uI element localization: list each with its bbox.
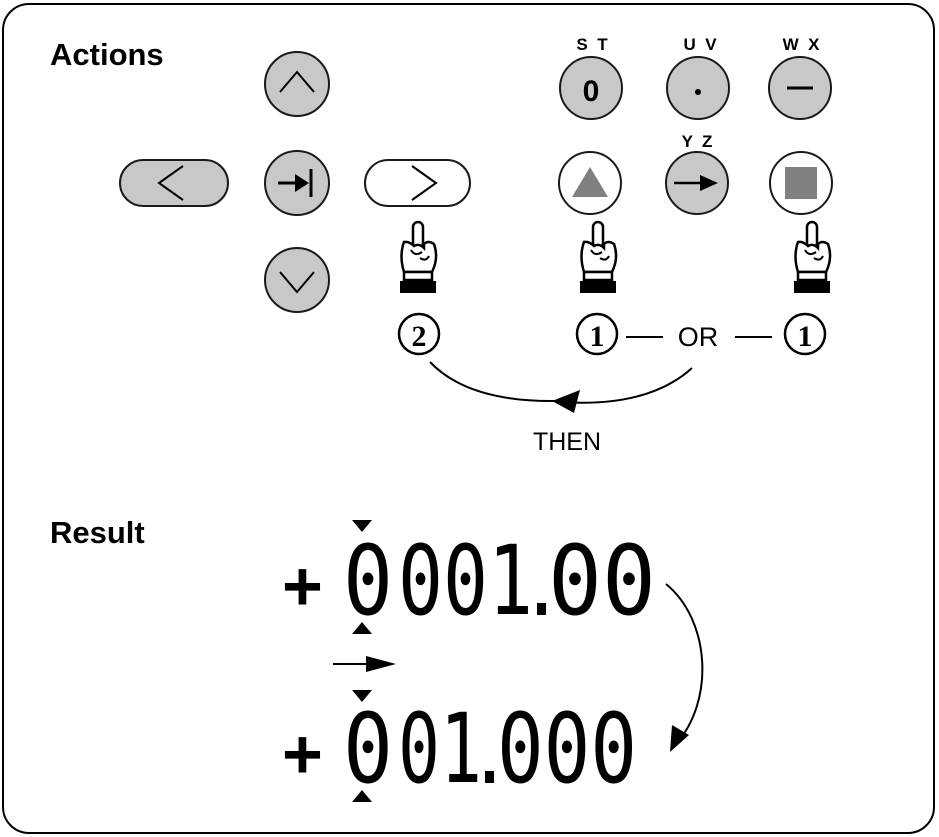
- shift-arrow-icon: [333, 656, 396, 672]
- actions-heading: Actions: [50, 37, 164, 72]
- before-integer-digits: 001: [398, 525, 533, 637]
- decimal-point-key[interactable]: [666, 56, 730, 120]
- press-hand-icon: [794, 220, 832, 293]
- dot-icon: [695, 89, 701, 95]
- or-label: OR: [678, 322, 719, 352]
- minus-key[interactable]: [768, 56, 832, 120]
- down-key[interactable]: [264, 247, 330, 313]
- up-key[interactable]: [264, 51, 330, 117]
- chevron-up-icon: [279, 70, 315, 93]
- press-hand-icon: [580, 220, 618, 293]
- press-hand-icon: [400, 220, 438, 293]
- before-decimal-point: [537, 603, 546, 615]
- step-1-number-alt: 1: [798, 320, 813, 353]
- right-key[interactable]: [364, 159, 471, 207]
- cursor-marker-bottom-icon: [352, 622, 372, 634]
- chevron-right-icon: [411, 165, 438, 201]
- result-transition-arrowhead: [670, 725, 689, 752]
- then-arrow-head: [552, 390, 580, 413]
- after-sign: +: [282, 715, 323, 793]
- step-1-badge: 1: [575, 312, 619, 356]
- tab-arrow-icon: [278, 169, 313, 197]
- zero-key-label: 0: [583, 75, 600, 108]
- step-2-badge: 2: [397, 312, 441, 356]
- before-sign: +: [282, 547, 323, 625]
- arrow-right-icon: [674, 175, 718, 191]
- then-label: THEN: [533, 428, 601, 456]
- after-integer-digits: 01: [398, 693, 482, 805]
- cursor-marker-bottom-icon-2: [352, 790, 372, 802]
- then-arrow: [559, 367, 693, 404]
- stop-key[interactable]: [769, 151, 833, 215]
- key-legend-wx: W X: [783, 35, 820, 54]
- before-decimal-digits: 00: [548, 525, 656, 637]
- key-legend-uv: U V: [683, 35, 717, 54]
- result-transition-arrow: [665, 583, 704, 745]
- left-key[interactable]: [119, 159, 229, 207]
- step-1-number: 1: [590, 320, 605, 353]
- step-2-number: 2: [412, 320, 427, 353]
- after-decimal-point: [485, 771, 494, 783]
- step-1-badge-alt: 1: [783, 312, 827, 356]
- after-decimal-digits: 000: [497, 693, 637, 805]
- after-cursor-digit: 0: [343, 693, 393, 805]
- key-legend-yz: Y Z: [682, 132, 713, 151]
- increment-key[interactable]: [558, 151, 622, 215]
- enter-key[interactable]: [665, 151, 729, 215]
- zero-key[interactable]: 0: [559, 56, 623, 120]
- square-stop-icon: [785, 167, 817, 199]
- shift-key[interactable]: [264, 150, 330, 216]
- triangle-up-icon: [572, 167, 608, 197]
- cursor-marker-top-icon-2: [352, 690, 372, 702]
- cursor-marker-top-icon: [352, 520, 372, 532]
- key-legend-st: S T: [576, 35, 608, 54]
- then-arrow-tail: [429, 361, 557, 403]
- chevron-down-icon: [279, 271, 315, 294]
- result-heading: Result: [50, 515, 145, 550]
- before-cursor-digit: 0: [343, 525, 393, 637]
- chevron-left-icon: [157, 165, 184, 201]
